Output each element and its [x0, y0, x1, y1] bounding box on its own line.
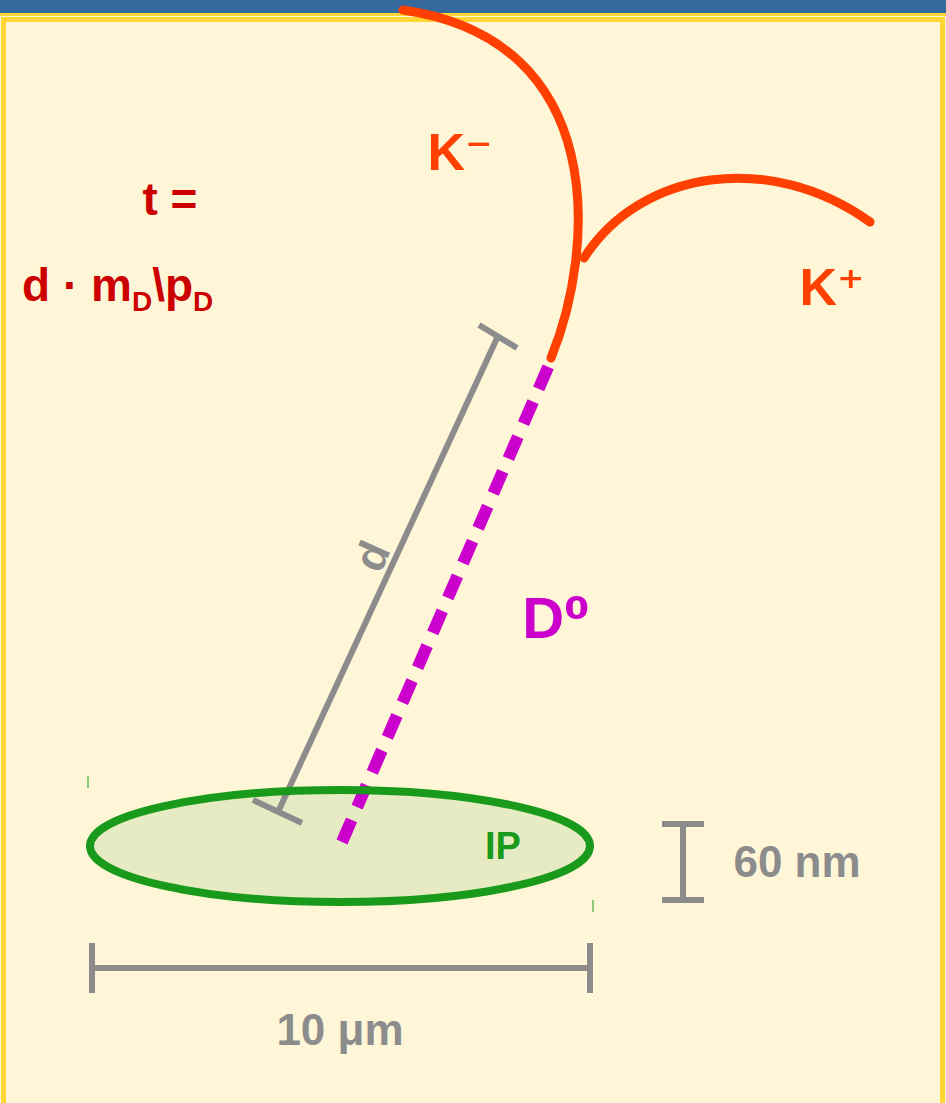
guide-tick	[593, 900, 594, 912]
interaction-point: IP	[85, 786, 595, 906]
dimension-cap	[587, 943, 593, 993]
dimension-cap	[662, 821, 704, 827]
kplus-track	[584, 178, 870, 258]
dimension-cap	[89, 943, 95, 993]
guide-tick	[88, 776, 89, 788]
distance-line	[278, 336, 498, 812]
particle-label: K⁺	[800, 261, 865, 313]
distance-label: d	[346, 535, 397, 577]
dimension-line	[680, 824, 686, 900]
particle-label: D⁰	[522, 589, 589, 647]
header-line	[0, 13, 946, 16]
formula-subscript: D	[132, 286, 152, 317]
distance-cap	[253, 800, 302, 823]
panel-border	[4, 20, 943, 1103]
kminus-track	[403, 10, 578, 358]
formula-line: d · mD\pD	[22, 262, 213, 316]
formula-part: \p	[152, 259, 193, 311]
header-bar	[0, 0, 946, 13]
dimension-label: 60 nm	[733, 840, 860, 884]
dimension-line	[92, 965, 590, 971]
dimension-cap	[662, 897, 704, 903]
distance-cap	[479, 325, 517, 348]
formula-lhs: t =	[143, 176, 198, 222]
dimension-label: 10 μm	[276, 1008, 403, 1052]
ip-fill	[90, 790, 590, 902]
ip-ellipse	[90, 790, 590, 902]
formula-subscript: D	[193, 286, 213, 317]
node-label: IP	[485, 827, 521, 865]
particle-label: K⁻	[428, 126, 493, 178]
formula-part: d · m	[22, 259, 132, 311]
